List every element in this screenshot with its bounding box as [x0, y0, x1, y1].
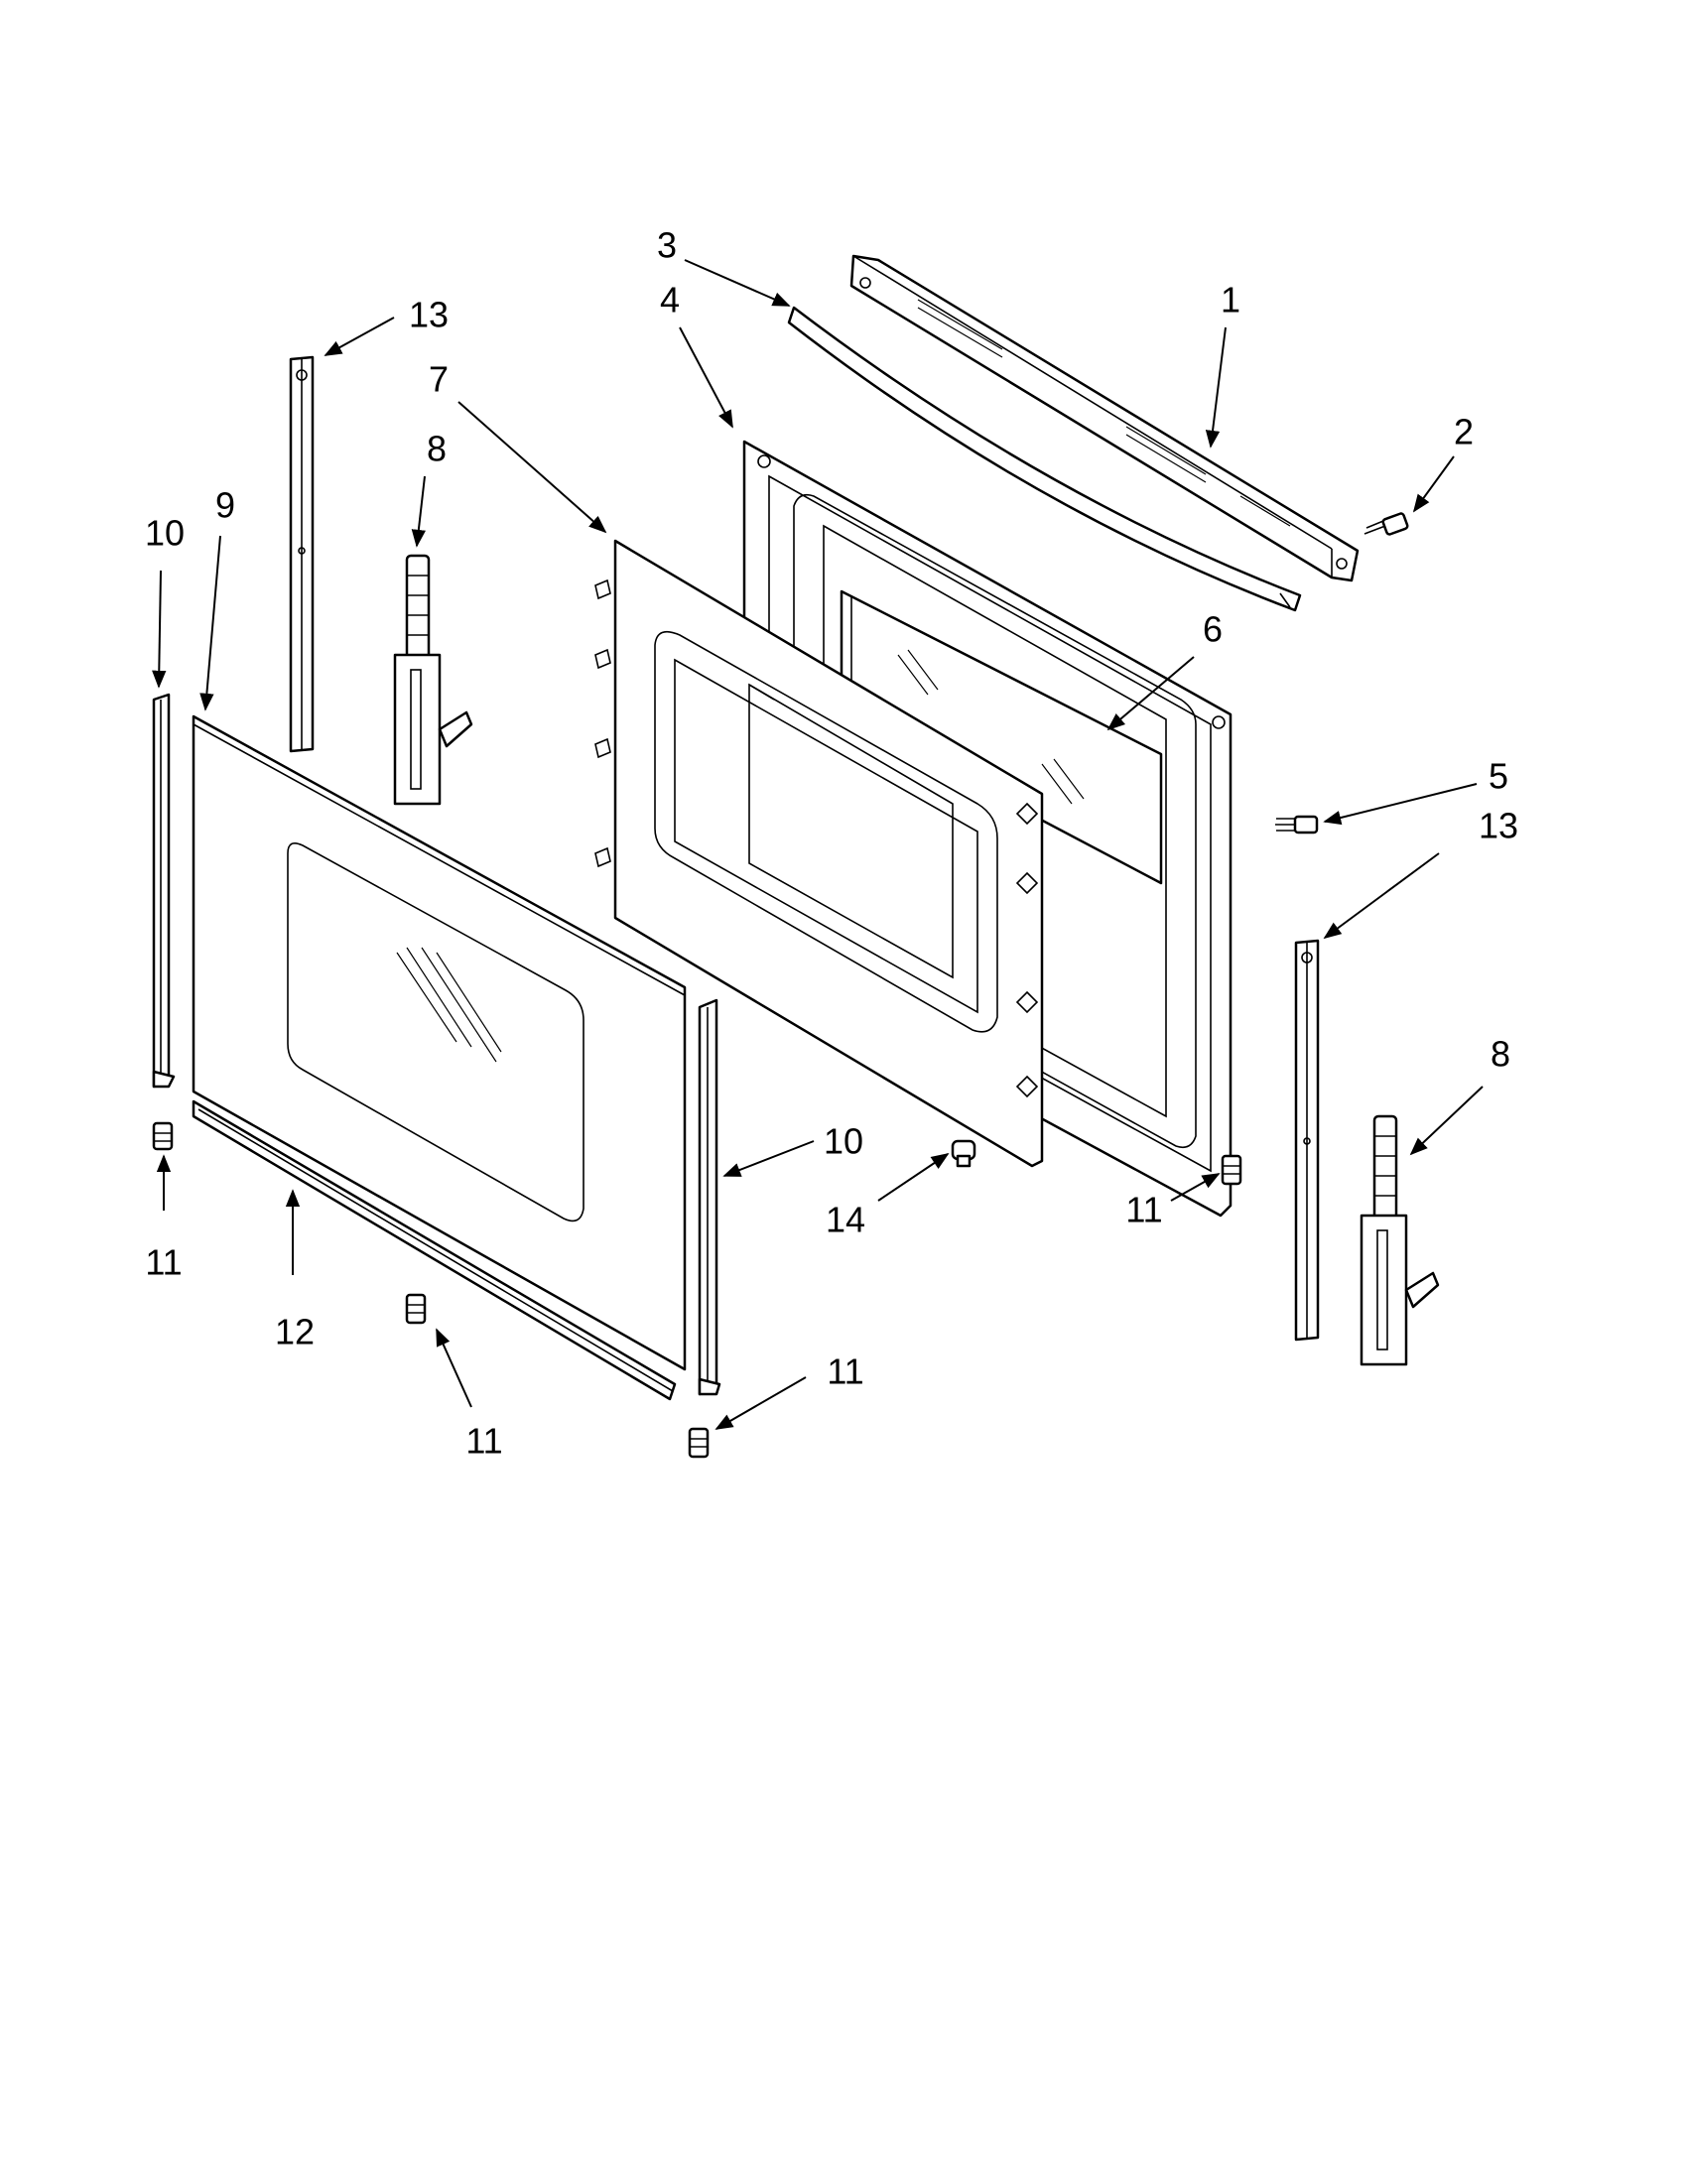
- part-door-frame: [594, 539, 1044, 1168]
- part-hinge-channel-left: [289, 355, 315, 753]
- callout-1: 1: [1221, 280, 1240, 321]
- callout-10-right: 10: [824, 1121, 863, 1162]
- callout-13-left: 13: [409, 295, 449, 335]
- part-side-trim-left: [152, 693, 176, 1089]
- part-outer-door-panel: [192, 714, 687, 1371]
- part-hinge-right: [1360, 1114, 1440, 1366]
- part-hinge-left: [393, 554, 473, 806]
- part-door-bumper: [951, 1139, 976, 1168]
- part-inner-glass: [840, 589, 1163, 885]
- part-vent-trim: [849, 254, 1360, 582]
- part-screw-upper-right: [1363, 512, 1409, 536]
- callout-11-liner: 11: [1125, 1190, 1162, 1230]
- callout-14: 14: [826, 1200, 865, 1240]
- part-screw-11-left: [152, 1121, 174, 1151]
- callout-3: 3: [657, 225, 677, 266]
- part-bottom-trim: [192, 1099, 677, 1401]
- callout-11-right-trim: 11: [827, 1351, 863, 1392]
- part-hinge-channel-right: [1294, 939, 1320, 1342]
- callout-11-left: 11: [145, 1242, 182, 1283]
- callout-8-right: 8: [1491, 1034, 1510, 1075]
- part-door-handle: [787, 306, 1302, 612]
- part-screw-5: [1275, 815, 1319, 835]
- part-screw-11-liner: [1221, 1154, 1242, 1186]
- callout-8-left: 8: [427, 429, 447, 469]
- callout-9: 9: [215, 485, 235, 526]
- callout-10-left: 10: [145, 513, 185, 554]
- part-side-trim-right: [698, 998, 721, 1396]
- callout-4: 4: [660, 280, 680, 321]
- part-screw-11-right-trim: [688, 1427, 710, 1459]
- callout-11-bottom: 11: [465, 1421, 502, 1462]
- callout-labels: 1 2 3 4 5 6 7 8 8 9 10 10 11 11 11 11 12…: [145, 225, 1518, 1462]
- callout-2: 2: [1454, 412, 1474, 452]
- callout-13-right: 13: [1479, 806, 1518, 846]
- callout-12: 12: [275, 1312, 315, 1352]
- callout-7: 7: [429, 359, 449, 400]
- callout-5: 5: [1489, 756, 1508, 797]
- leader-lines: [152, 259, 1484, 1430]
- callout-6: 6: [1203, 609, 1223, 650]
- part-screw-11-bottom: [405, 1293, 427, 1325]
